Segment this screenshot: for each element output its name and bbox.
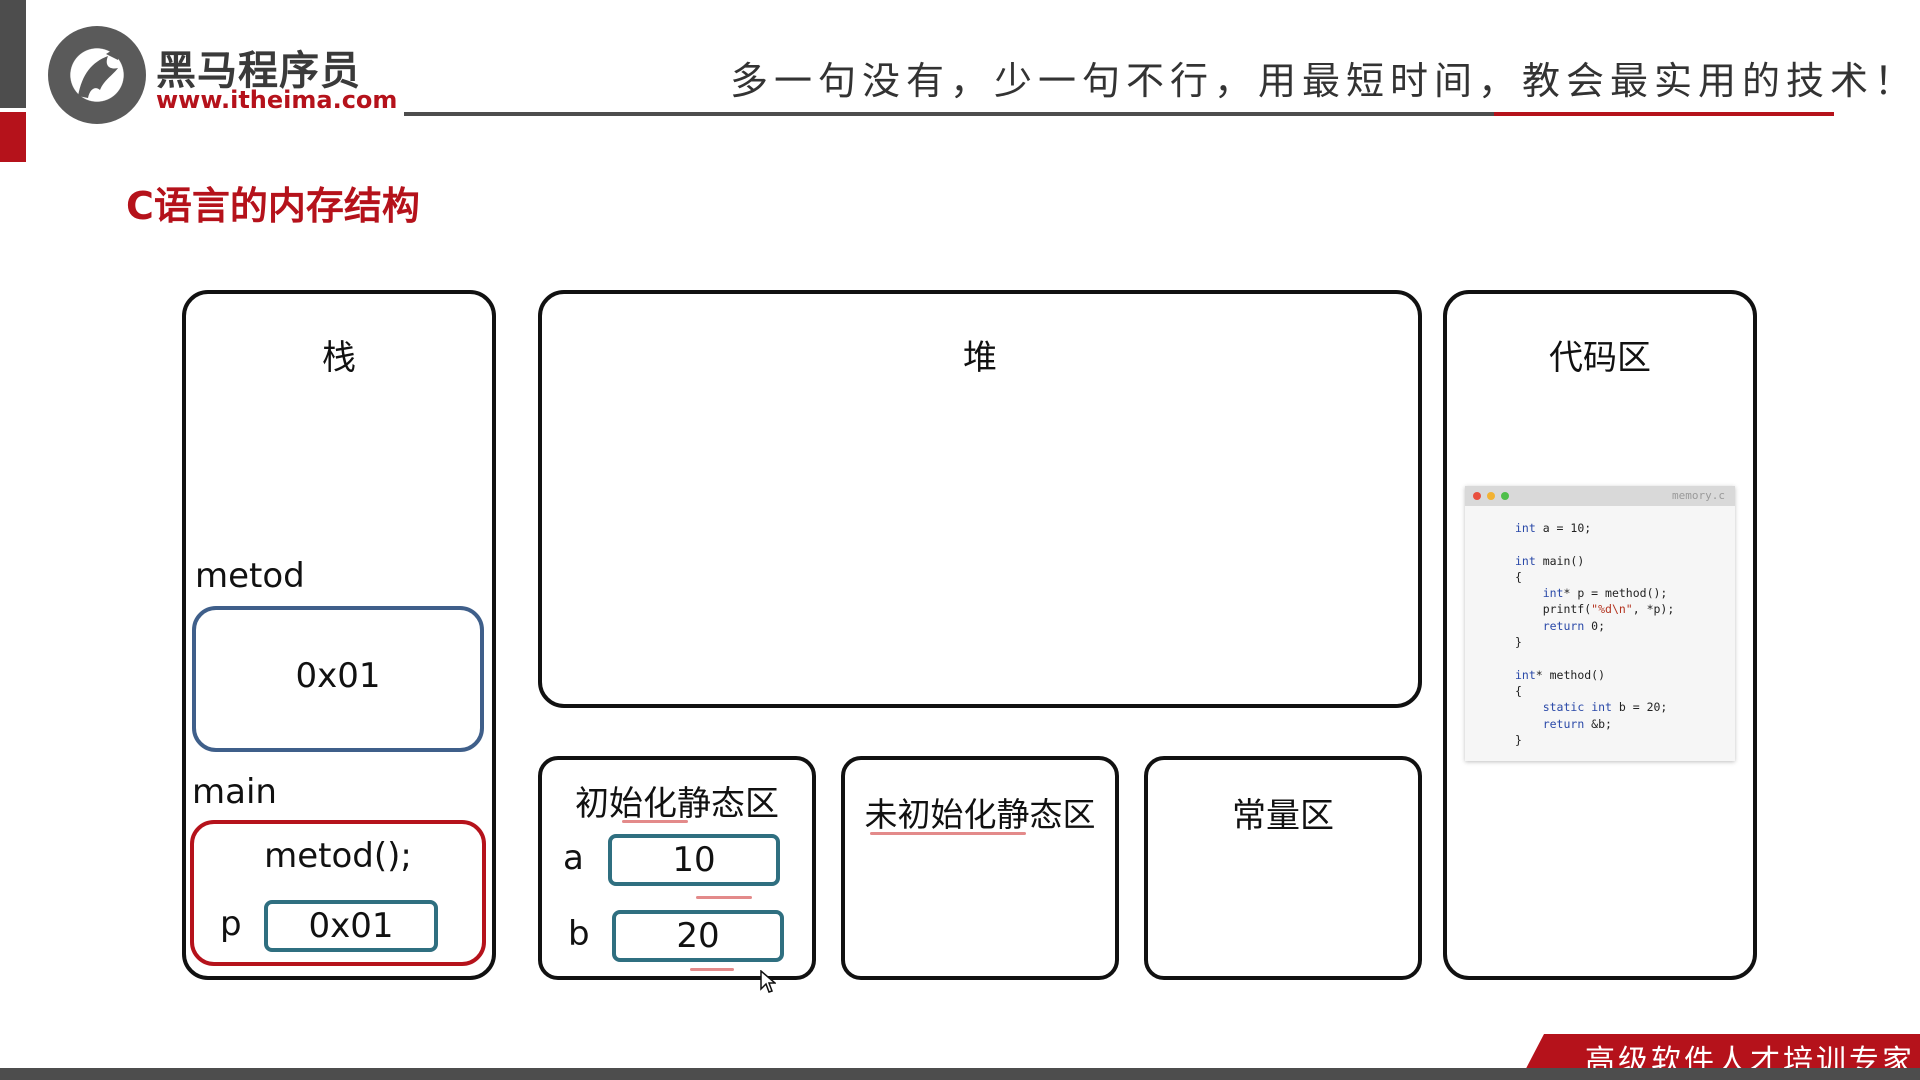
stack-label: 栈 bbox=[322, 338, 356, 378]
mouse-cursor-icon bbox=[760, 970, 776, 993]
code-window-titlebar: memory.c bbox=[1465, 486, 1735, 506]
code-region-label: 代码区 bbox=[1549, 338, 1651, 378]
maximize-dot-icon bbox=[1501, 492, 1509, 500]
uninit-static-underline bbox=[870, 832, 1026, 835]
method-stack-frame: 0x01 bbox=[192, 606, 484, 752]
main-var-name: p bbox=[220, 904, 242, 944]
init-var-b-name: b bbox=[568, 914, 590, 954]
uninit-static-region: 未初始化静态区 bbox=[841, 756, 1119, 980]
code-listing: int a = 10; int main() { int* p = method… bbox=[1515, 521, 1675, 747]
code-file-name: memory.c bbox=[1672, 489, 1725, 502]
uninit-static-label: 未初始化静态区 bbox=[864, 795, 1096, 834]
code-window: memory.c int a = 10; int main() { int* p… bbox=[1465, 486, 1735, 761]
slogan: 多一句没有，少一句不行，用最短时间，教会最实用的技术！ bbox=[730, 59, 1919, 103]
header-divider-accent bbox=[1494, 112, 1834, 116]
footer-bar bbox=[0, 1068, 1920, 1080]
horse-logo-icon bbox=[48, 26, 146, 124]
init-var-a-cell: 10 bbox=[608, 834, 780, 886]
init-static-label: 初始化静态区 bbox=[575, 784, 779, 824]
method-frame-label: metod bbox=[195, 556, 305, 596]
main-frame-label: main bbox=[192, 772, 277, 812]
init-var-a-name: a bbox=[563, 838, 584, 878]
init-var-b-underline bbox=[690, 968, 734, 971]
brand-name: 黑马程序员 bbox=[156, 48, 361, 94]
heap-region: 堆 bbox=[538, 290, 1422, 708]
constant-label: 常量区 bbox=[1232, 796, 1334, 836]
left-edge-gray-bar bbox=[0, 0, 26, 108]
close-dot-icon bbox=[1473, 492, 1481, 500]
page-title: C语言的内存结构 bbox=[126, 184, 420, 228]
init-static-underline bbox=[622, 820, 688, 823]
pointer-cell: 0x01 bbox=[264, 900, 438, 952]
main-call: metod(); bbox=[264, 836, 412, 876]
init-var-a-underline bbox=[696, 896, 752, 899]
heap-label: 堆 bbox=[963, 338, 997, 378]
method-frame-value: 0x01 bbox=[295, 656, 381, 696]
constant-region: 常量区 bbox=[1144, 756, 1422, 980]
minimize-dot-icon bbox=[1487, 492, 1495, 500]
left-edge-red-bar bbox=[0, 112, 26, 162]
header-divider bbox=[404, 112, 1494, 116]
brand-url: www.itheima.com bbox=[156, 86, 398, 114]
init-var-b-cell: 20 bbox=[612, 910, 784, 962]
main-stack-frame: metod(); p 0x01 bbox=[190, 820, 486, 966]
